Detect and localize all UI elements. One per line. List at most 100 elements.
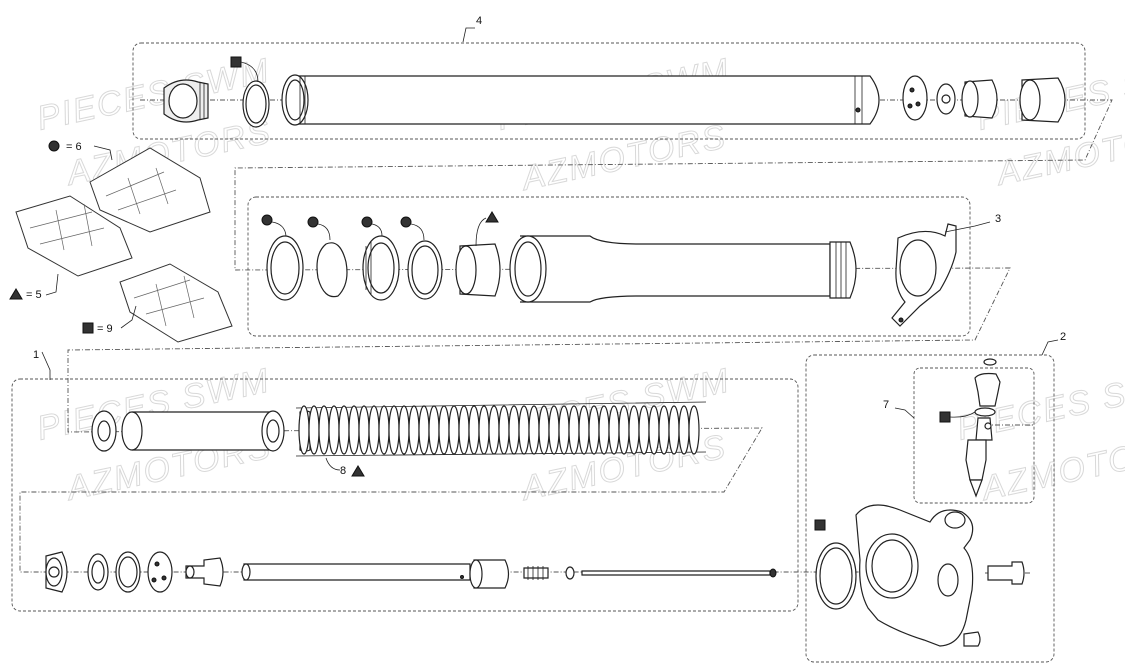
- spacer-tube-part: [132, 411, 278, 451]
- nut-hole: [48, 566, 60, 578]
- axle-clamp-hole: [937, 563, 959, 597]
- group-box-3: [247, 196, 971, 337]
- ball-part: [984, 422, 992, 430]
- spring-coil: [428, 405, 440, 455]
- o-ring-inner: [118, 556, 138, 588]
- thread-lines: [835, 242, 847, 298]
- leader-line: [462, 27, 475, 43]
- outer-tube-bands: [299, 76, 863, 124]
- spacer-tube-end: [121, 411, 143, 451]
- needle-part: [565, 566, 575, 580]
- spring-coil: [528, 405, 540, 455]
- spring-coil: [468, 405, 480, 455]
- spring-coil: [638, 405, 650, 455]
- leader-line: [93, 145, 113, 161]
- rebound-coils: [527, 566, 544, 580]
- leader-line: [120, 305, 137, 329]
- leader-line: [410, 223, 425, 241]
- leader-line: [325, 457, 341, 471]
- spring-coil: [378, 405, 390, 455]
- spring-coil: [398, 405, 410, 455]
- circle-marker: [261, 214, 273, 226]
- spring-coil: [658, 405, 670, 455]
- callout-6: = 6: [66, 141, 82, 153]
- bag-icon: [15, 195, 133, 277]
- cup-end: [1019, 79, 1041, 121]
- spring-coil: [448, 405, 460, 455]
- leader-line: [944, 221, 991, 233]
- damper-rod-part: [243, 563, 471, 581]
- spring-coil: [418, 405, 430, 455]
- leader-line: [41, 351, 51, 380]
- spring-coil: [598, 405, 610, 455]
- oil-seal-ribs: [365, 242, 372, 294]
- inner-tube-thread: [829, 241, 857, 299]
- spring-coil: [348, 405, 360, 455]
- square-marker: [939, 411, 951, 423]
- seal-head-inner: [91, 560, 105, 584]
- spring-coil: [408, 405, 420, 455]
- foot-oring-inner: [819, 547, 853, 605]
- drain-screw-part: [963, 631, 981, 647]
- adjuster-cap-part: [974, 372, 1001, 407]
- valve-hole: [915, 101, 921, 107]
- valve-body-part: [185, 557, 224, 587]
- dust-seal-inner: [270, 241, 300, 295]
- spring-seat-hole: [266, 419, 280, 443]
- group-box-2: [805, 354, 1055, 663]
- spring-coil: [498, 405, 510, 455]
- valve-body-end: [185, 565, 195, 579]
- outer-tube-bore: [285, 79, 305, 121]
- spring-coils: [298, 405, 700, 455]
- spring-coil: [508, 405, 520, 455]
- damper-rod-end: [241, 563, 251, 581]
- top-cap-face: [168, 83, 198, 119]
- leader-line: [1041, 339, 1059, 356]
- bag-detail: [29, 203, 105, 251]
- spring-coil: [548, 405, 560, 455]
- leader-line: [371, 223, 383, 237]
- fork-foot-ear: [944, 511, 966, 529]
- leader-line: [45, 273, 59, 296]
- spring-coil: [318, 405, 330, 455]
- group-4-parts: [163, 74, 1066, 128]
- spring-coil: [518, 405, 530, 455]
- inner-tube-bore: [514, 241, 542, 297]
- leader-line: [317, 223, 331, 241]
- top-out-bush-end: [469, 559, 483, 589]
- callout-3: 3: [995, 213, 1001, 225]
- washer-inner: [411, 245, 439, 295]
- fork-foot-inner: [871, 539, 913, 593]
- piston-part: [147, 551, 173, 593]
- spring-coil: [588, 405, 600, 455]
- callout-2: 2: [1060, 331, 1066, 343]
- adjuster-rod-part: [581, 570, 771, 576]
- valve-hole: [909, 87, 915, 93]
- group-box-4: [132, 42, 1086, 140]
- spring-coil: [578, 405, 590, 455]
- spacer-washer-hole: [97, 420, 111, 442]
- spring-coil: [438, 405, 450, 455]
- spring-coil: [488, 405, 500, 455]
- spring-coil: [568, 405, 580, 455]
- spring-coil: [298, 405, 310, 455]
- piston-hole: [161, 575, 167, 581]
- piston-hole: [154, 561, 160, 567]
- bag-detail: [105, 167, 177, 215]
- leader-line: [240, 61, 259, 83]
- spring-coil: [358, 405, 370, 455]
- guide-bush-end: [455, 245, 477, 295]
- callout-8: 8: [340, 465, 346, 477]
- leader-line: [271, 221, 287, 237]
- piston-hole: [151, 577, 157, 583]
- valve-hole: [907, 103, 913, 109]
- group-box-1: [11, 378, 799, 612]
- spring-coil: [688, 405, 700, 455]
- square-marker: [230, 56, 242, 68]
- top-cap-thread: [199, 82, 205, 120]
- callout-1: 1: [33, 349, 39, 361]
- spring-coil: [388, 405, 400, 455]
- triangle-marker: [9, 288, 23, 300]
- bag-detail: [133, 275, 205, 327]
